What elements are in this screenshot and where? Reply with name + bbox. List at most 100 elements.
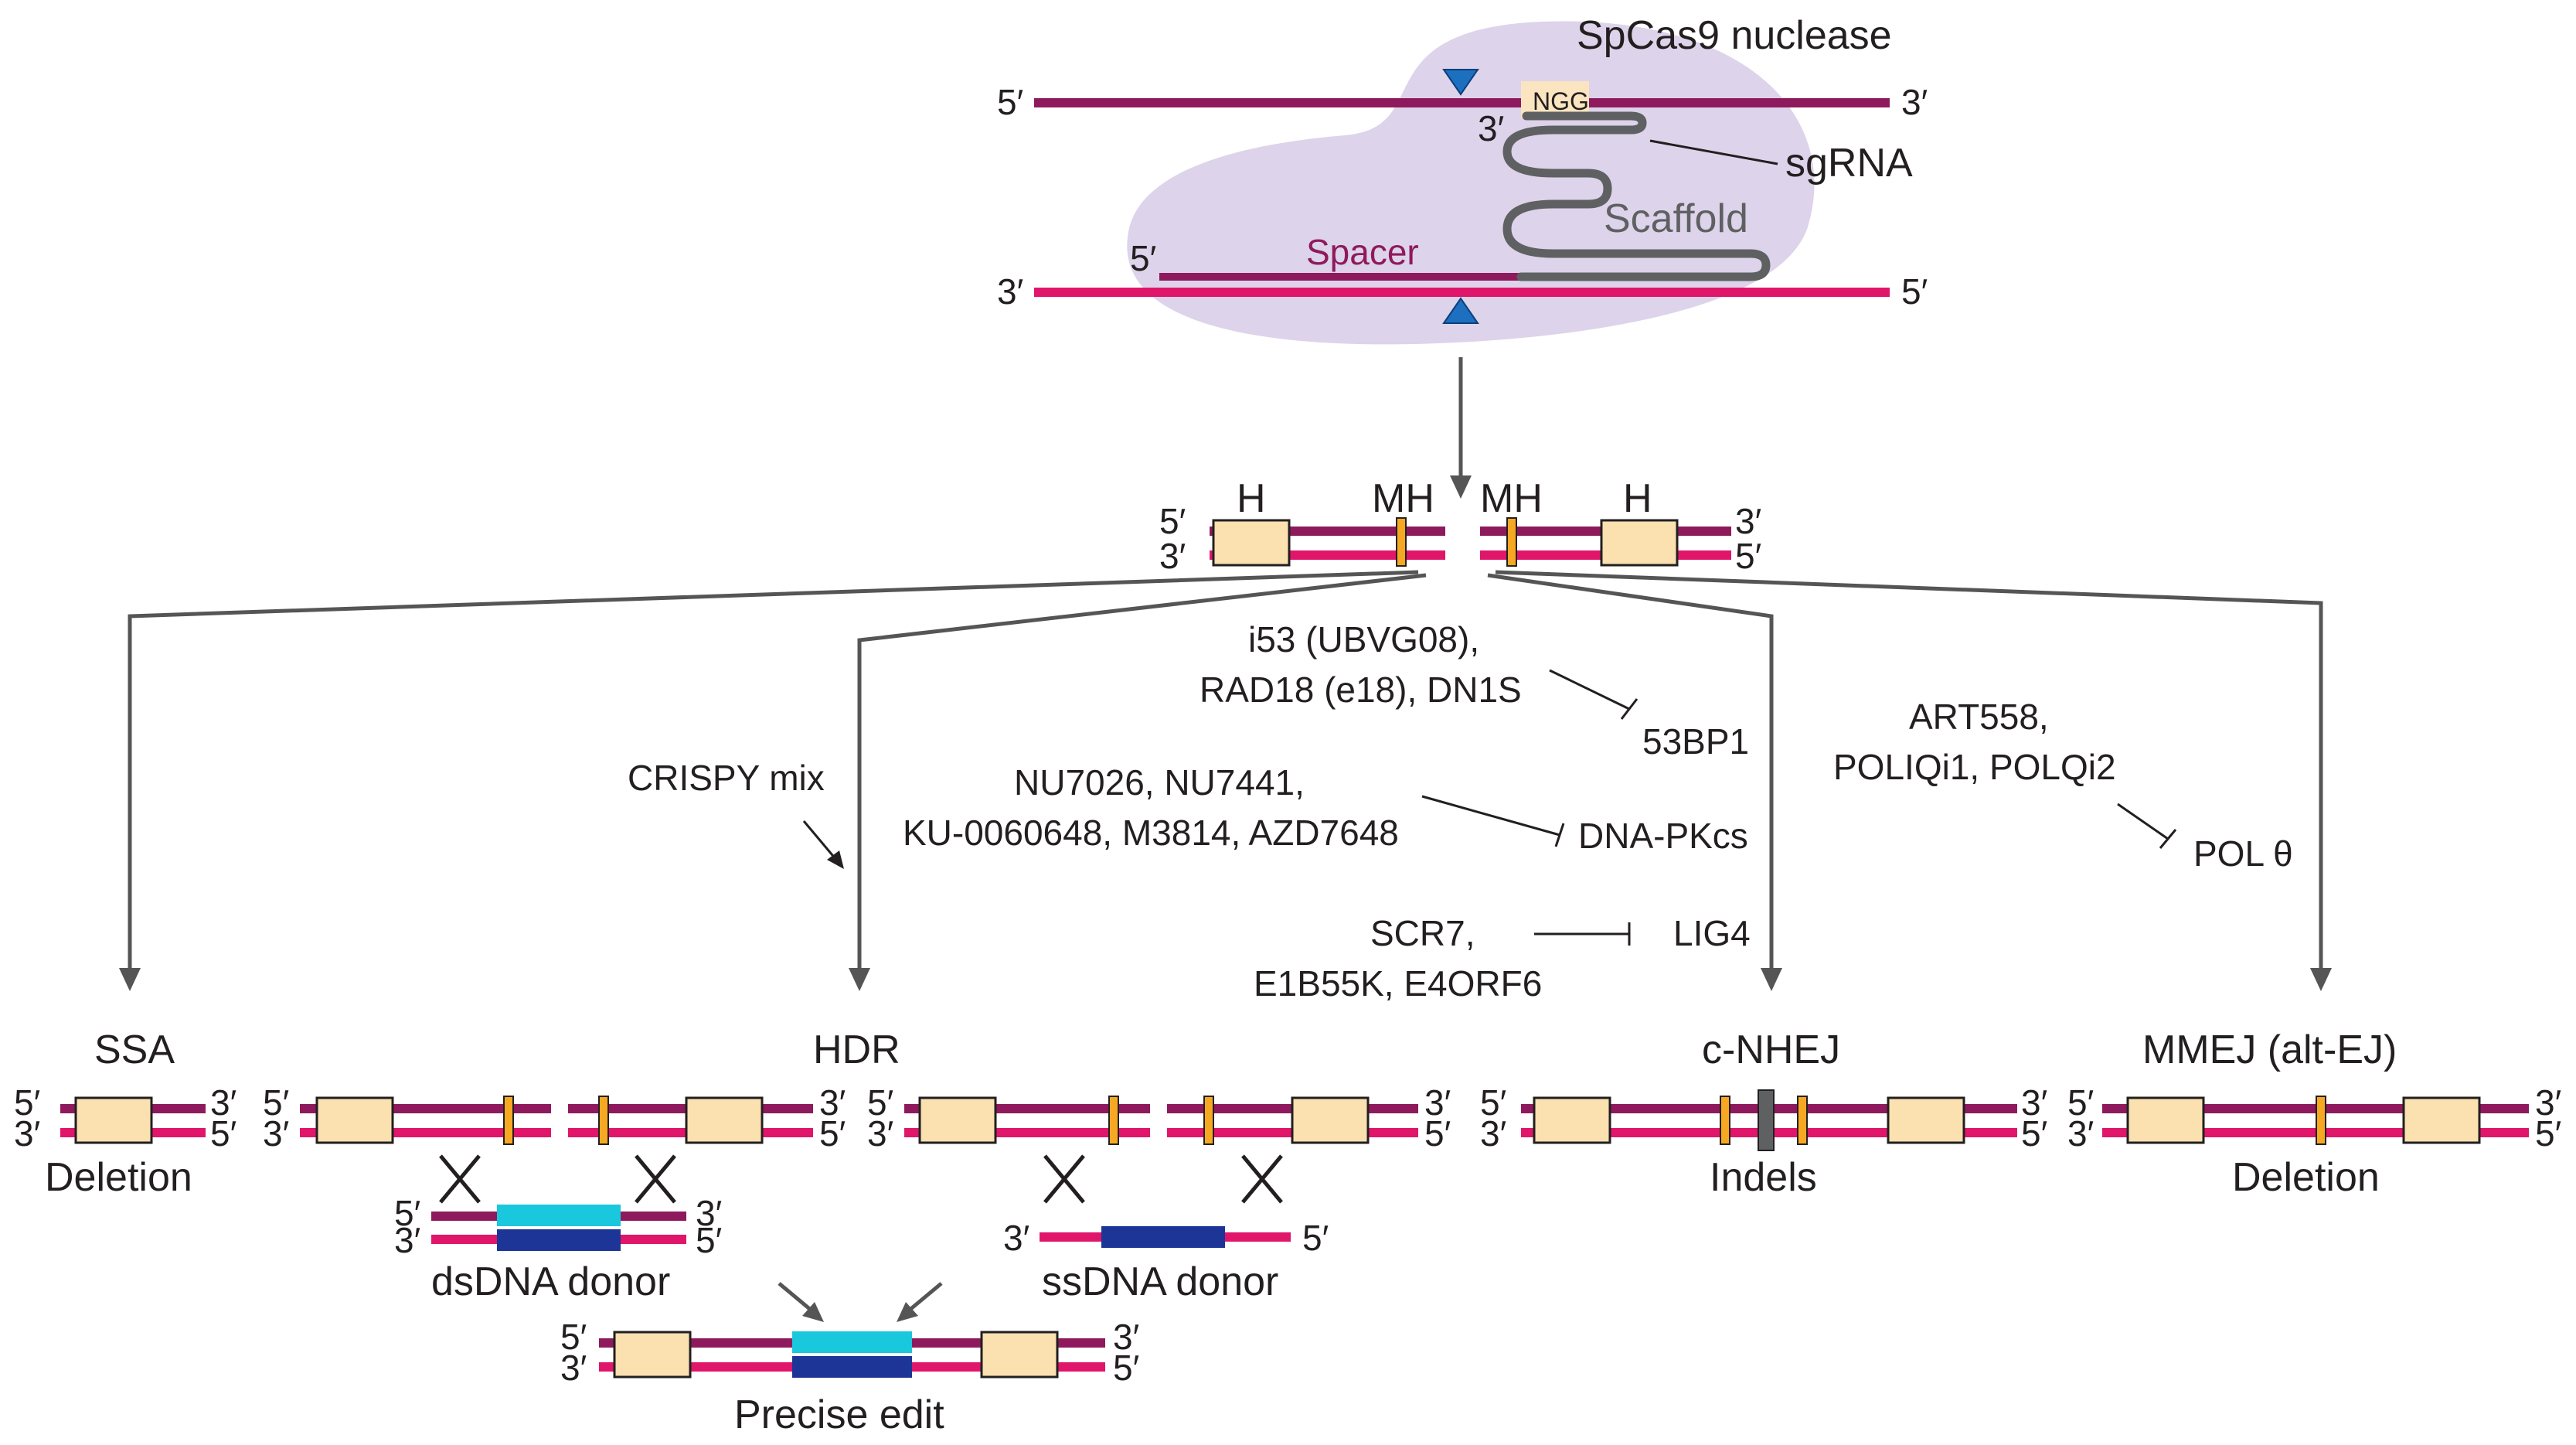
- cas9-complex: SpCas9 nuclease 5′ 3′ NGG 3′ 5′ 5′ Space…: [997, 13, 1928, 345]
- end-label: 3′: [819, 1082, 846, 1123]
- inhibitor-line: CRISPY mix: [628, 758, 825, 798]
- end-label: 3′: [1901, 82, 1928, 122]
- inhibitor-line: E1B55K, E4ORF6: [1254, 963, 1542, 1004]
- edit-insert-bottom: [792, 1356, 912, 1378]
- homology-box: [1533, 1096, 1611, 1144]
- pathway-title: HDR: [813, 1028, 900, 1072]
- arrowhead: [827, 850, 844, 869]
- end-label: 3′: [1003, 1218, 1029, 1258]
- homology-box: [1291, 1096, 1370, 1144]
- ds-donor-insert-bottom: [497, 1229, 621, 1251]
- edit-insert-top: [792, 1331, 912, 1353]
- converge-arrow-left: [778, 1282, 813, 1312]
- inhibition-bar: [1554, 823, 1565, 847]
- end-label: 3′: [263, 1113, 289, 1154]
- arrowhead: [849, 968, 870, 991]
- arrowhead: [1450, 475, 1472, 499]
- end-label: 5′: [1480, 1082, 1506, 1123]
- end-label: 5′: [1901, 271, 1928, 312]
- double-strand-break: H MH MH H 5′ 3′ 3′ 5′: [1159, 476, 1761, 576]
- end-label: 3′: [560, 1348, 587, 1388]
- cut-site-marker-bottom: [1442, 297, 1479, 324]
- homology-box: [315, 1096, 394, 1144]
- sgrna-pointer-line: [1649, 139, 1778, 165]
- end-label: 5′: [1424, 1113, 1451, 1154]
- inhibitor-target: DNA-PKcs: [1578, 816, 1748, 856]
- pam-label: NGG: [1533, 87, 1589, 115]
- inhibitor-line: SCR7,: [1370, 913, 1475, 953]
- end-label: 5′: [1735, 536, 1761, 576]
- microhomology-mark: [1506, 517, 1517, 567]
- microhomology-mark: [1396, 517, 1407, 567]
- inhibitor-line: i53 (UBVG08),: [1248, 619, 1479, 659]
- end-label: 3′: [997, 271, 1023, 312]
- inhibitor-target: 53BP1: [1642, 721, 1749, 762]
- homology-label: H: [1237, 476, 1266, 521]
- end-label: 5′: [819, 1113, 846, 1154]
- arrowhead: [897, 1302, 918, 1322]
- sgrna-label: sgRNA: [1785, 141, 1913, 186]
- inhibitor-line: KU-0060648, M3814, AZD7648: [903, 813, 1399, 853]
- inhibitor-target: POL θ: [2193, 833, 2293, 874]
- end-label: 5′: [997, 82, 1023, 122]
- homology-box: [685, 1096, 764, 1144]
- homology-box: [1887, 1096, 1965, 1144]
- microhomology-mark: [2316, 1096, 2326, 1145]
- homology-box: [1212, 519, 1291, 567]
- crossover-mark: [1241, 1154, 1283, 1204]
- inhibitor-crispy: CRISPY mix: [628, 758, 844, 869]
- end-label: 5′: [263, 1082, 289, 1123]
- end-label: 3′: [1424, 1082, 1451, 1123]
- pathway-outcome: Precise edit: [734, 1392, 944, 1437]
- end-label: 5′: [1302, 1218, 1329, 1258]
- arrow-to-nhej: [1487, 573, 1774, 973]
- end-label: 3′: [1159, 536, 1186, 576]
- inhibitor-dnapk: NU7026, NU7441, KU-0060648, M3814, AZD76…: [903, 762, 1748, 856]
- crossover-mark: [439, 1154, 481, 1204]
- arrow-to-ssa: [128, 570, 1419, 973]
- nuclease-label: SpCas9 nuclease: [1577, 13, 1892, 58]
- homology-box: [74, 1096, 153, 1144]
- homology-box: [918, 1096, 997, 1144]
- end-label: 5′: [2021, 1113, 2047, 1154]
- pathway-title: c-NHEJ: [1702, 1028, 1840, 1072]
- inhibitor-line: POLIQi1, POLQi2: [1833, 747, 2116, 787]
- end-label: 3′: [2021, 1082, 2047, 1123]
- microhomology-mark: [598, 1096, 609, 1145]
- homology-box: [980, 1331, 1059, 1379]
- arrow-to-mmej: [1495, 570, 2323, 973]
- end-label: 3′: [2535, 1082, 2561, 1123]
- microhomology-mark: [1108, 1096, 1119, 1145]
- pathway-ssa: SSA 5′ 3′ 3′ 5′ Deletion: [14, 1028, 237, 1200]
- end-label: 3′: [696, 1193, 722, 1233]
- pathway-outcome: Deletion: [45, 1155, 192, 1200]
- end-label: 5′: [2067, 1082, 2094, 1123]
- pathway-nhej: c-NHEJ 5′ 3′ 3′ 5′ Indels: [1480, 1028, 2047, 1200]
- end-label: 5′: [696, 1220, 722, 1260]
- pathway-title: SSA: [94, 1028, 175, 1072]
- inhibitor-line: ART558,: [1909, 697, 2049, 737]
- end-label: 3′: [210, 1082, 237, 1123]
- pathway-title: MMEJ (alt-EJ): [2142, 1028, 2397, 1072]
- end-label: 3′: [1478, 108, 1504, 148]
- inhibition-line: [1421, 795, 1560, 837]
- pathway-mmej: MMEJ (alt-EJ) 5′ 3′ 3′ 5′ Deletion: [2067, 1028, 2561, 1200]
- pathway-arrows: [119, 570, 2332, 991]
- end-label: 5′: [560, 1317, 587, 1357]
- ds-donor-insert-top: [497, 1205, 621, 1226]
- end-label: 5′: [1113, 1348, 1139, 1388]
- end-label: 5′: [867, 1082, 893, 1123]
- homology-box: [2126, 1096, 2205, 1144]
- end-label: 5′: [14, 1082, 40, 1123]
- pathway-hdr: HDR 5′ 3′ 3′ 5′ 5′ 3′ 3′ 5′ dsDNA donor: [263, 1028, 1451, 1437]
- end-label: 3′: [14, 1113, 40, 1154]
- cut-site-marker-top: [1442, 69, 1479, 96]
- ss-donor-label: ssDNA donor: [1042, 1259, 1278, 1304]
- inhibition-bar: [2159, 829, 2177, 849]
- arrowhead: [119, 968, 141, 991]
- microhomology-label: MH: [1372, 476, 1434, 521]
- inhibitor-target: LIG4: [1673, 913, 1751, 953]
- inhibitor-lig4: SCR7, E1B55K, E4ORF6 LIG4: [1254, 913, 1751, 1004]
- enhancer-line: [802, 820, 838, 861]
